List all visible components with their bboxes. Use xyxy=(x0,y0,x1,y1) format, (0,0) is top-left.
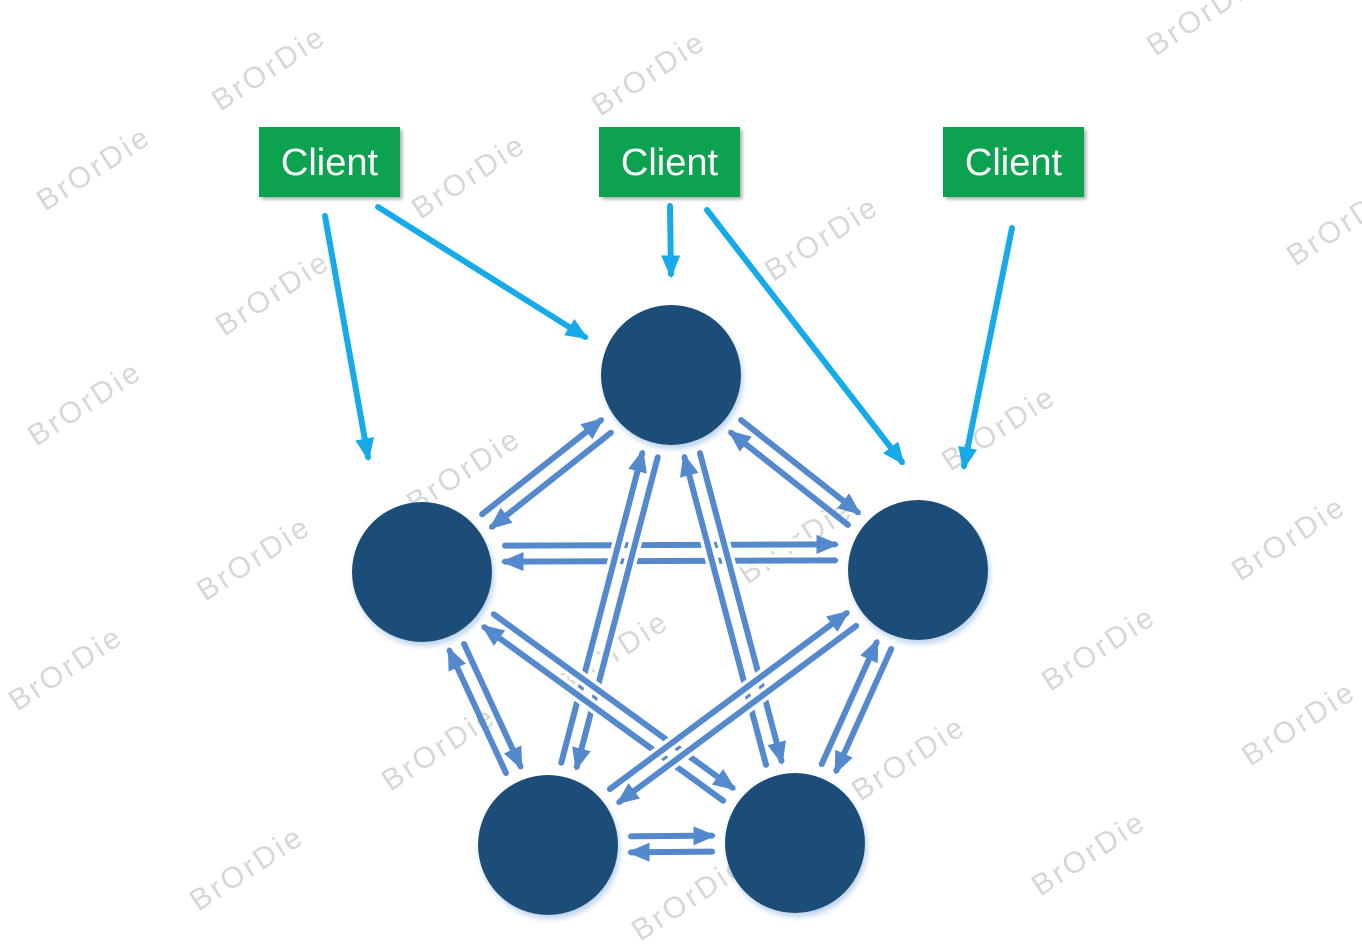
mesh-arrow-top-to-bottom-right xyxy=(696,450,786,765)
watermark-text: BrOrDie xyxy=(376,700,502,798)
server-node-bottom-left xyxy=(478,775,618,915)
mesh-arrow-bottom-right-to-top xyxy=(680,453,770,768)
client-arrow-client-2-to-top xyxy=(661,203,681,279)
watermark-text: BrOrDie xyxy=(3,620,129,718)
watermark-text: BrOrDie xyxy=(846,710,972,808)
mesh-arrow-bottom-left-to-left xyxy=(446,646,509,776)
client-box-1: Client xyxy=(259,127,400,197)
client-box-2-label: Client xyxy=(621,142,719,184)
client-box-3-label: Client xyxy=(965,142,1063,184)
mesh-arrow-bottom-left-to-right xyxy=(606,610,850,793)
client-box-1-rect xyxy=(259,127,400,197)
watermark-text: BrOrDie xyxy=(1036,600,1162,698)
mesh-arrow-right-to-bottom-left xyxy=(616,622,860,805)
watermark-text: BrOrDie xyxy=(31,120,157,218)
mesh-arrow-top-to-bottom-left xyxy=(572,454,661,771)
client-box-3: Client xyxy=(943,127,1084,197)
client-arrow-client-3-to-right xyxy=(958,225,1015,471)
server-node-top xyxy=(601,305,741,445)
watermark-text: BrOrDie xyxy=(184,820,310,918)
watermark-text: BrOrDie xyxy=(206,20,332,118)
mesh-arrow-bottom-right-to-right xyxy=(818,638,880,768)
client-box-2: Client xyxy=(599,127,740,197)
client-arrow-client-1-to-top xyxy=(375,204,589,340)
watermark-text: BrOrDie xyxy=(759,190,885,288)
watermark-text: BrOrDie xyxy=(210,245,336,343)
mesh-arrow-top-to-right xyxy=(738,417,862,516)
watermark-text: BrOrDie xyxy=(936,380,1062,478)
mesh-arrow-left-to-right xyxy=(501,534,840,555)
client-boxes-layer: Client Client Client xyxy=(259,127,1084,197)
watermark-text: BrOrDie xyxy=(586,25,712,123)
client-arrow-client-2-to-right xyxy=(704,207,905,466)
server-node-right xyxy=(848,500,988,640)
client-box-1-label: Client xyxy=(281,142,379,184)
watermark-text: BrOrDie xyxy=(1226,490,1352,588)
watermark-text: BrOrDie xyxy=(22,355,148,453)
client-box-2-rect xyxy=(599,127,740,197)
mesh-arrow-bottom-left-to-top xyxy=(558,449,647,766)
mesh-arrow-right-to-top xyxy=(727,429,851,528)
client-box-3-rect xyxy=(943,127,1084,197)
mesh-arrow-left-to-bottom-left xyxy=(461,641,524,771)
watermark-text: BrOrDie xyxy=(1026,805,1152,903)
mesh-arrow-bottom-right-to-left xyxy=(481,624,727,804)
server-nodes-layer xyxy=(352,305,988,915)
client-arrows-layer xyxy=(322,203,1015,471)
mesh-arrow-bottom-left-to-bottom-right xyxy=(627,826,717,846)
watermark-text: BrOrDie xyxy=(1281,175,1362,273)
mesh-arrow-top-to-left xyxy=(488,429,614,530)
server-node-bottom-right xyxy=(725,773,865,913)
mesh-edges-layer xyxy=(446,417,895,862)
client-arrow-client-1-to-left xyxy=(322,213,375,462)
mesh-arrow-right-to-bottom-right xyxy=(833,645,895,775)
watermark-text: BrOrDie xyxy=(1141,0,1267,63)
watermark-text: BrOrDie xyxy=(1236,675,1362,773)
mesh-arrow-right-to-left xyxy=(500,551,839,572)
watermark-text: BrOrDie xyxy=(406,128,532,226)
server-node-left xyxy=(352,502,492,642)
mesh-arrow-bottom-right-to-bottom-left xyxy=(626,842,716,862)
mesh-arrow-left-to-top xyxy=(479,417,605,518)
watermark-text: BrOrDie xyxy=(191,510,317,608)
mesh-arrow-left-to-bottom-right xyxy=(490,611,736,791)
